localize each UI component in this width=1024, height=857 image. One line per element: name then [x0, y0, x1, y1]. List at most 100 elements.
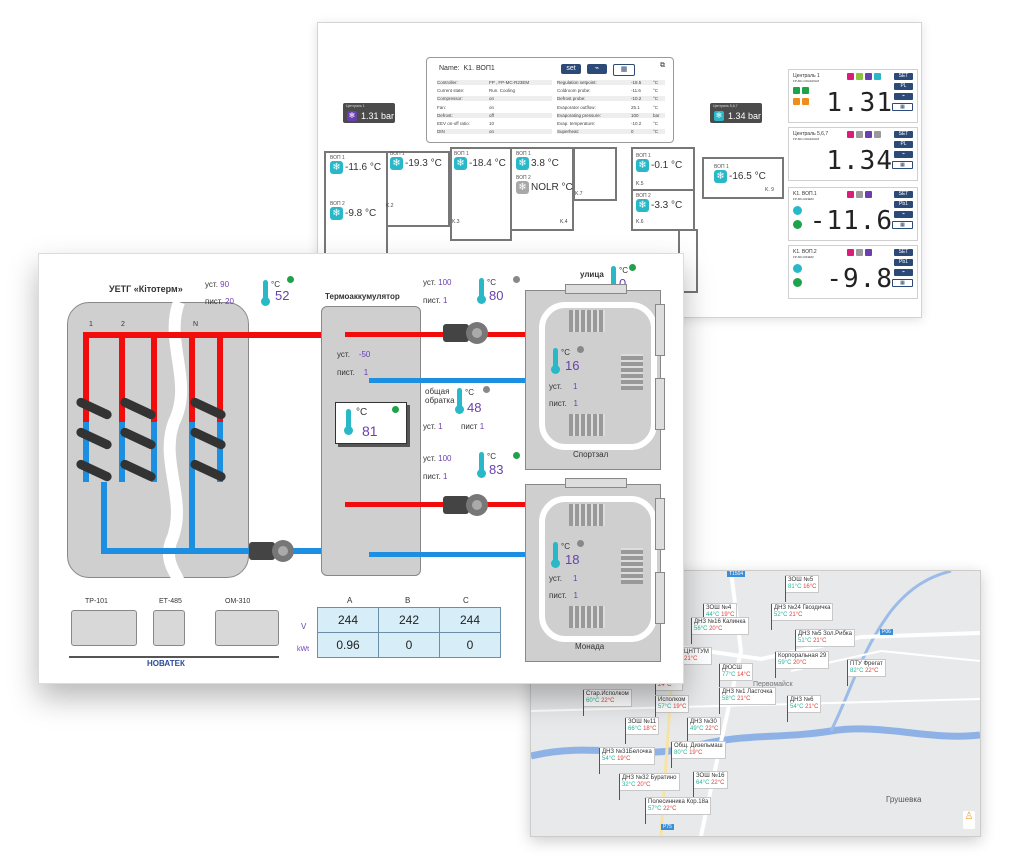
chart-button[interactable]: ⌁: [587, 64, 607, 74]
street-label: улица: [580, 270, 604, 279]
info-key: Controller:: [437, 80, 458, 85]
info-row: Evap. temperature:-10.2°C: [557, 121, 665, 126]
map-panel[interactable]: Грушевка Первомайск Т1504 Р06 Р75 ЗОШ №5…: [530, 570, 981, 837]
heating-panel: УЕТГ «Кітотерм» уст. 90 пист. 20 °C 52 1…: [38, 253, 684, 684]
room-temp: 21°C: [805, 704, 819, 710]
supply-temp: 77°C: [722, 672, 736, 678]
probe-button[interactable]: Pb1: [894, 201, 913, 208]
fact-label: пист: [461, 422, 478, 431]
controller-card[interactable]: Централь 1 FP-MC-CRA100LM 1.31 SET PL ⌁ …: [788, 69, 918, 123]
sensor-widget[interactable]: ВОП 2❄-9.8 °C: [330, 201, 376, 220]
sensor-widget[interactable]: ВОП 1❄-19.3 °C: [390, 151, 442, 170]
street-temperature: 0: [619, 276, 626, 291]
snowflake-icon: [793, 206, 802, 215]
relay-et485-icon: [153, 610, 185, 646]
brand-logo: НОВАТЕК: [147, 659, 185, 668]
calendar-button[interactable]: ▦: [613, 64, 635, 76]
sensor-label: ВОП 1: [454, 151, 469, 157]
setpoint-label: уст.: [549, 574, 562, 583]
sensor-label: ВОП 1: [516, 151, 531, 157]
calendar-button[interactable]: ▦: [892, 103, 913, 111]
info-unit: bar: [653, 112, 660, 118]
info-value: FP , FP-MC-R23EM: [489, 80, 530, 85]
marker-name: ДНЗ №1 Ласточка: [722, 689, 773, 695]
snowflake-icon: ❄: [330, 161, 343, 174]
fan-icon: [793, 98, 800, 105]
set-button[interactable]: SET: [894, 249, 913, 256]
marker-name: ДНЗ №31Белочка: [602, 749, 652, 755]
chart-button[interactable]: ⌁: [894, 211, 913, 218]
info-key: Evaporating pressure:: [557, 112, 602, 118]
set-button[interactable]: set: [561, 64, 581, 74]
marker-temps: 54°C 21°C: [790, 704, 818, 711]
sensor-widget[interactable]: ВОП 1❄-11.6 °C: [330, 155, 381, 174]
bar-badge-central-1[interactable]: Централь 1 ❄ 1.31 bar: [343, 103, 395, 123]
map-marker-label[interactable]: ЦНТТУМ 21°C: [681, 647, 712, 674]
break-line: [163, 302, 188, 582]
sensor-widget[interactable]: ВОП 1❄-0.1 °C: [636, 153, 682, 172]
accumulator-temp-widget[interactable]: °C 81: [335, 402, 407, 444]
table-row: 244 242 244: [317, 607, 501, 633]
sensor-widget[interactable]: ВОП 2❄NOLR °C: [516, 175, 573, 194]
pegman-icon[interactable]: ♙: [963, 811, 975, 829]
chart-button[interactable]: ⌁: [894, 93, 913, 100]
controller-card[interactable]: Централь 5,6,7 FP-MC-CRA100LM 1.34 SET P…: [788, 127, 918, 181]
info-value: 25.1: [631, 104, 640, 110]
circulation-pump-icon[interactable]: [441, 490, 491, 520]
set-button[interactable]: SET: [894, 131, 913, 138]
room-temp: 22°C: [663, 806, 677, 812]
supply-temp: 59°C: [778, 660, 792, 666]
status-led-icon: [865, 73, 872, 80]
set-button[interactable]: SET: [894, 191, 913, 198]
loop-label: 2: [121, 321, 125, 328]
return-label: общая обратка: [425, 387, 455, 405]
probe-button[interactable]: PL: [894, 83, 913, 90]
status-led-icon: [392, 406, 399, 413]
controller-card[interactable]: K1. ВОП.1 FP-MC-R23EM -11.6 SET Pb1 ⌁ ▦: [788, 187, 918, 241]
calendar-button[interactable]: ▦: [892, 161, 913, 169]
setpoint-label: уст.: [423, 278, 436, 287]
sensor-widget[interactable]: ВОП 1❄3.8 °C: [516, 151, 559, 170]
controller-card[interactable]: K1. ВОП.2 FP-MC-R23EM -9.8 SET Pb1 ⌁ ▦: [788, 245, 918, 299]
probe-button[interactable]: PL: [894, 141, 913, 148]
popout-icon[interactable]: ⧉: [660, 62, 665, 69]
bar-badge-central-567[interactable]: Централь 5,6,7 ❄ 1.34 bar: [710, 103, 762, 123]
sensor-widget[interactable]: ВОП 1❄-18.4 °C: [454, 151, 506, 170]
probe-button[interactable]: Pb1: [894, 259, 913, 266]
room-temp: 18°C: [643, 726, 657, 732]
calendar-button[interactable]: ▦: [892, 221, 913, 229]
circulation-pump-icon[interactable]: [441, 318, 491, 348]
snowflake-icon: ❄: [347, 111, 357, 121]
power-meter-table: 244 242 244 0.96 0 0: [317, 607, 501, 658]
chart-button[interactable]: ⌁: [894, 269, 913, 276]
circulation-pump-icon[interactable]: [247, 536, 297, 566]
name-label: Name:: [439, 65, 460, 72]
set-button[interactable]: SET: [894, 73, 913, 80]
sensor-widget[interactable]: ВОП 1❄-16.5 °C: [714, 164, 766, 183]
door-icon: [655, 572, 665, 624]
sensor-label: ВОП 1: [390, 151, 405, 157]
chart-button[interactable]: ⌁: [894, 151, 913, 158]
status-led-icon: [847, 131, 854, 138]
calendar-button[interactable]: ▦: [892, 279, 913, 287]
sensor-widget[interactable]: ВОП 2❄-3.3 °C: [636, 193, 682, 212]
name-value: K1. ВОП1: [463, 65, 495, 72]
